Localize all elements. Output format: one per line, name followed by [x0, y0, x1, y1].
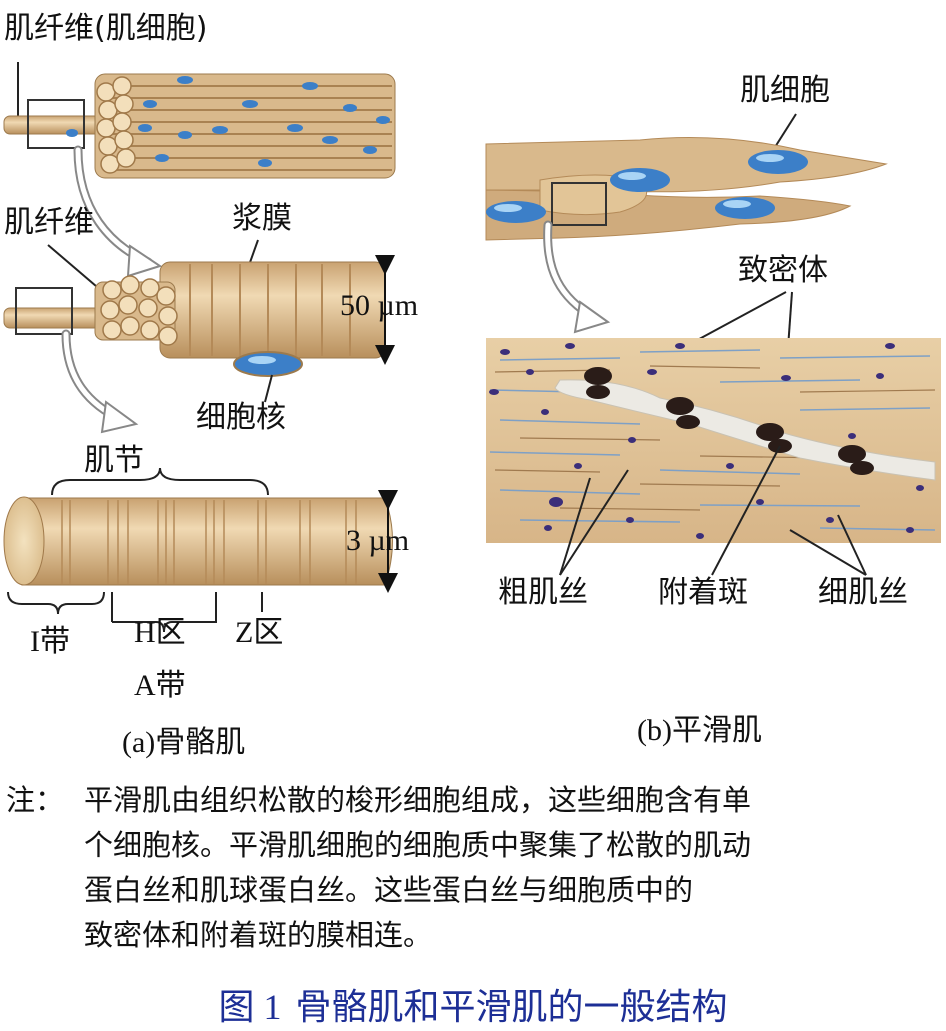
sarcomere-label: 肌节 [84, 443, 144, 478]
figure-number: 图 1 [218, 987, 282, 1027]
i-band-label: I带 [30, 625, 70, 658]
diameter-50um: 50 µm [340, 289, 418, 322]
h-zone-label: H区 [134, 616, 186, 649]
thick-filament-label: 粗肌丝 [498, 575, 588, 610]
note-line-1: 平滑肌由组织松散的梭形细胞组成，这些细胞含有单 [84, 783, 752, 817]
note-line-3: 蛋白丝和肌球蛋白丝。这些蛋白丝与细胞质中的 [84, 873, 694, 907]
diameter-3um: 3 µm [346, 524, 409, 557]
note-line-4: 致密体和附着斑的膜相连。 [84, 918, 433, 952]
note-line-2: 个细胞核。平滑肌细胞的细胞质中聚集了松散的肌动 [84, 828, 752, 862]
muscle-cell-label: 肌细胞 [740, 73, 830, 108]
myofibril [3, 496, 393, 586]
figure-caption: 图 1 骨骼肌和平滑肌的一般结构 [0, 978, 946, 1030]
a-band-label: A带 [134, 669, 186, 702]
panel-b-smooth-muscle: 肌细胞 致密体 [485, 73, 941, 747]
attachment-plaque-label: 附着斑 [658, 575, 748, 610]
fiber-label: 肌纤维 [4, 205, 94, 240]
panel-a-caption: (a)骨骼肌 [122, 726, 245, 759]
fiber-bundle [3, 73, 396, 179]
figure-title: 骨骼肌和平滑肌的一般结构 [295, 987, 728, 1028]
panel-b-caption: (b)平滑肌 [637, 714, 762, 747]
smooth-muscle-cells [485, 137, 888, 241]
dense-body-label: 致密体 [738, 253, 828, 288]
thin-filament-label: 细肌丝 [818, 575, 908, 610]
nucleus-label: 细胞核 [196, 400, 286, 435]
fiber-bundle-label: 肌纤维(肌细胞) [4, 11, 207, 46]
figure-note: 注： 平滑肌由组织松散的梭形细胞组成，这些细胞含有单 个细胞核。平滑肌细胞的细胞质… [6, 778, 941, 958]
panel-a-skeletal-muscle: 肌纤维(肌细胞) [3, 11, 418, 759]
membrane-label: 浆膜 [232, 201, 292, 236]
z-zone-label: Z区 [235, 616, 283, 649]
muscle-fiber [3, 261, 386, 377]
magnified-smooth-muscle [486, 338, 941, 543]
note-prefix: 注： [6, 783, 65, 817]
